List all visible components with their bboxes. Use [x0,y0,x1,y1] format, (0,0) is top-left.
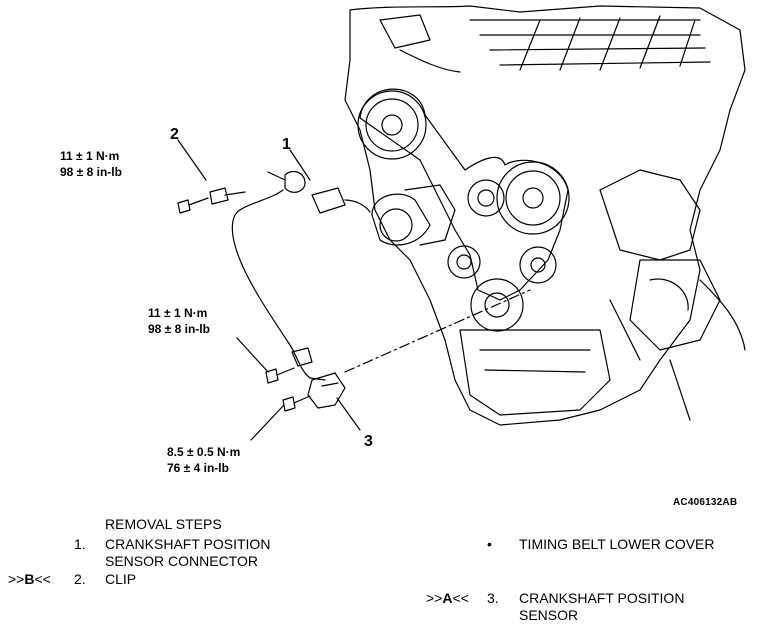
engine-crankshaft-sensor-illustration [177,5,746,441]
step-2-text: CLIP [105,571,137,587]
torque-label-clip-bolt: 11 ± 1 N·m 98 ± 8 in-lb [60,148,122,180]
step-1-number: 1. [74,536,86,552]
marker-letter: B [24,571,35,587]
callout-1: 1 [282,136,291,153]
step-line: SENSOR CONNECTOR [105,553,258,569]
torque-label-harness-bolt: 11 ± 1 N·m 98 ± 8 in-lb [148,305,210,337]
marker-prefix: >> [426,590,443,606]
callout-2: 2 [170,126,179,143]
step-3-number: 3. [487,590,499,606]
torque-metric: 8.5 ± 0.5 N·m [167,445,241,459]
step-3-text: CRANKSHAFT POSITION SENSOR [519,590,684,624]
step-line: SENSOR [519,607,579,623]
figure-id: AC406132AB [673,497,738,508]
marker-suffix: << [452,590,469,606]
torque-imperial: 98 ± 8 in-lb [148,322,210,336]
bullet-step-number: • [487,536,492,552]
step-2-number: 2. [74,571,86,587]
torque-label-sensor-bolt: 8.5 ± 0.5 N·m 76 ± 4 in-lb [167,444,240,476]
bullet-step-text: TIMING BELT LOWER COVER [519,536,715,552]
torque-imperial: 98 ± 8 in-lb [60,165,122,179]
step-3-marker: >>A<< [426,590,469,607]
step-line: CRANKSHAFT POSITION [105,536,271,552]
marker-prefix: >> [8,571,25,587]
removal-steps-heading: REMOVAL STEPS [105,516,222,532]
callout-3: 3 [364,433,373,450]
torque-imperial: 76 ± 4 in-lb [167,461,229,475]
torque-metric: 11 ± 1 N·m [60,149,120,163]
torque-metric: 11 ± 1 N·m [148,306,208,320]
step-1-text: CRANKSHAFT POSITION SENSOR CONNECTOR [105,536,270,570]
marker-letter: A [442,590,453,606]
marker-suffix: << [34,571,51,587]
step-line: CRANKSHAFT POSITION [519,590,685,606]
step-2-marker: >>B<< [8,571,51,588]
